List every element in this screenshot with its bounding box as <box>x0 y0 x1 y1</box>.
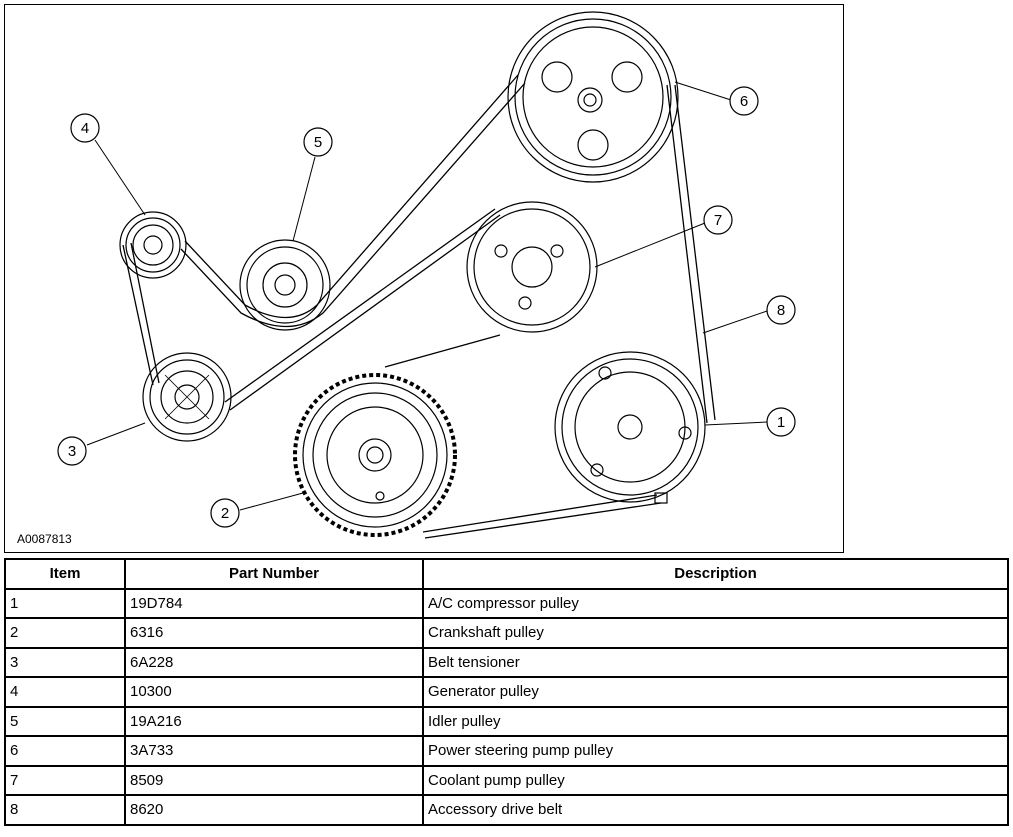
belt-routing-diagram: 1 2 3 4 5 6 7 8 A0087813 <box>4 4 844 553</box>
table-row: 3 6A228 Belt tensioner <box>4 646 1009 678</box>
callout-8-label: 8 <box>777 302 785 319</box>
cell-description: Belt tensioner <box>422 646 1009 678</box>
cell-part-number: 6A228 <box>124 646 424 678</box>
callout-circles <box>57 86 796 528</box>
header-part-number: Part Number <box>124 558 424 590</box>
cell-part-number: 6316 <box>124 617 424 649</box>
callout-5-label: 5 <box>314 134 322 151</box>
cell-description: Crankshaft pulley <box>422 617 1009 649</box>
callout-2-circle <box>210 498 240 528</box>
callout-8-circle <box>766 295 796 325</box>
callout-6-circle <box>729 86 759 116</box>
ac-compressor-pulley <box>554 351 706 504</box>
table-row: 4 10300 Generator pulley <box>4 676 1009 708</box>
cell-item: 3 <box>4 646 126 678</box>
cell-item: 5 <box>4 705 126 737</box>
cell-part-number: 19A216 <box>124 705 424 737</box>
parts-table: Item Part Number Description 1 19D784 A/… <box>4 558 1009 826</box>
cell-item: 1 <box>4 587 126 619</box>
table-row: 7 8509 Coolant pump pulley <box>4 764 1009 796</box>
callout-4-label: 4 <box>81 120 89 137</box>
accessory-drive-belt <box>122 74 716 539</box>
table-header-row: Item Part Number Description <box>4 558 1009 590</box>
header-item: Item <box>4 558 126 590</box>
cell-part-number: 19D784 <box>124 587 424 619</box>
callout-3-label: 3 <box>68 443 76 460</box>
table-row: 1 19D784 A/C compressor pulley <box>4 587 1009 619</box>
callout-2-label: 2 <box>221 505 229 522</box>
cell-description: Idler pulley <box>422 705 1009 737</box>
figure-id-label: A0087813 <box>17 532 72 546</box>
cell-description: Accessory drive belt <box>422 794 1009 826</box>
callout-leaders <box>86 81 768 511</box>
cell-part-number: 10300 <box>124 676 424 708</box>
callout-4-circle <box>70 113 100 143</box>
generator-pulley <box>119 211 187 279</box>
cell-item: 2 <box>4 617 126 649</box>
belt-tensioner <box>142 352 232 442</box>
cell-part-number: 8509 <box>124 764 424 796</box>
callout-6-label: 6 <box>740 93 748 110</box>
cell-item: 4 <box>4 676 126 708</box>
callout-7-circle <box>703 205 733 235</box>
table-row: 8 8620 Accessory drive belt <box>4 794 1009 826</box>
cell-description: Coolant pump pulley <box>422 764 1009 796</box>
table-row: 6 3A733 Power steering pump pulley <box>4 735 1009 767</box>
callout-7-label: 7 <box>714 212 722 229</box>
crankshaft-pulley <box>293 373 457 537</box>
cell-item: 7 <box>4 764 126 796</box>
coolant-pump-pulley <box>466 201 598 333</box>
idler-pulley <box>239 239 331 331</box>
cell-description: Power steering pump pulley <box>422 735 1009 767</box>
callout-5-circle <box>303 127 333 157</box>
diagram-drawing: 1 2 3 4 5 6 7 8 <box>57 11 796 539</box>
cell-item: 6 <box>4 735 126 767</box>
cell-description: A/C compressor pulley <box>422 587 1009 619</box>
table-row: 2 6316 Crankshaft pulley <box>4 617 1009 649</box>
table-row: 5 19A216 Idler pulley <box>4 705 1009 737</box>
power-steering-pump-pulley <box>507 11 679 183</box>
cell-item: 8 <box>4 794 126 826</box>
header-description: Description <box>422 558 1009 590</box>
callout-1-label: 1 <box>777 414 785 431</box>
cell-part-number: 3A733 <box>124 735 424 767</box>
callout-1-circle <box>766 407 796 437</box>
cell-description: Generator pulley <box>422 676 1009 708</box>
callout-3-circle <box>57 436 87 466</box>
cell-part-number: 8620 <box>124 794 424 826</box>
